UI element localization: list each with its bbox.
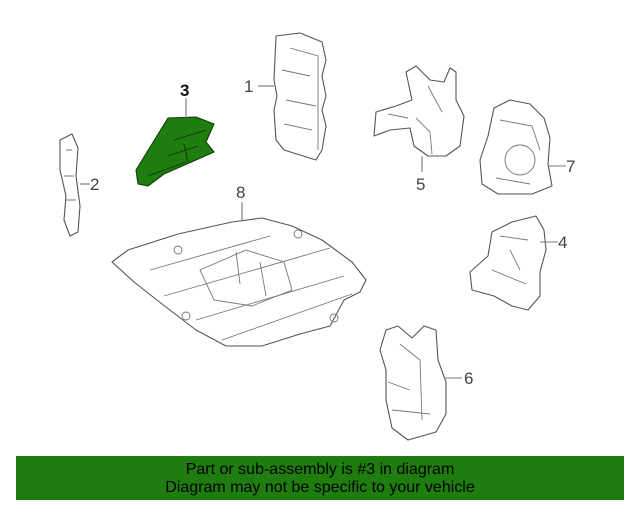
part-4-liner[interactable]: [469, 215, 547, 311]
callout-3[interactable]: 3: [180, 81, 189, 100]
part-8-underbody-plate[interactable]: [111, 217, 367, 347]
part-6-deflector[interactable]: [379, 325, 447, 441]
callout-6[interactable]: 6: [464, 369, 473, 388]
info-banner: Part or sub-assembly is #3 in diagram Di…: [16, 456, 624, 500]
part-7-panel[interactable]: [479, 99, 553, 195]
callout-7[interactable]: 7: [566, 157, 575, 176]
banner-line-part-reference: Part or sub-assembly is #3 in diagram: [185, 461, 455, 478]
part-5-splash-shield[interactable]: [373, 65, 465, 157]
callout-8[interactable]: 8: [236, 183, 245, 202]
part-2-bracket[interactable]: [59, 133, 81, 237]
callout-1[interactable]: 1: [244, 77, 253, 96]
part-3-deflector[interactable]: [135, 116, 215, 187]
callout-2[interactable]: 2: [90, 175, 99, 194]
part-1-shield[interactable]: [273, 32, 327, 161]
callout-4[interactable]: 4: [558, 233, 567, 252]
banner-line-disclaimer: Diagram may not be specific to your vehi…: [165, 479, 475, 496]
parts-diagram: 1 2 3 5 7 4 8: [59, 32, 575, 441]
callout-5[interactable]: 5: [416, 175, 425, 194]
